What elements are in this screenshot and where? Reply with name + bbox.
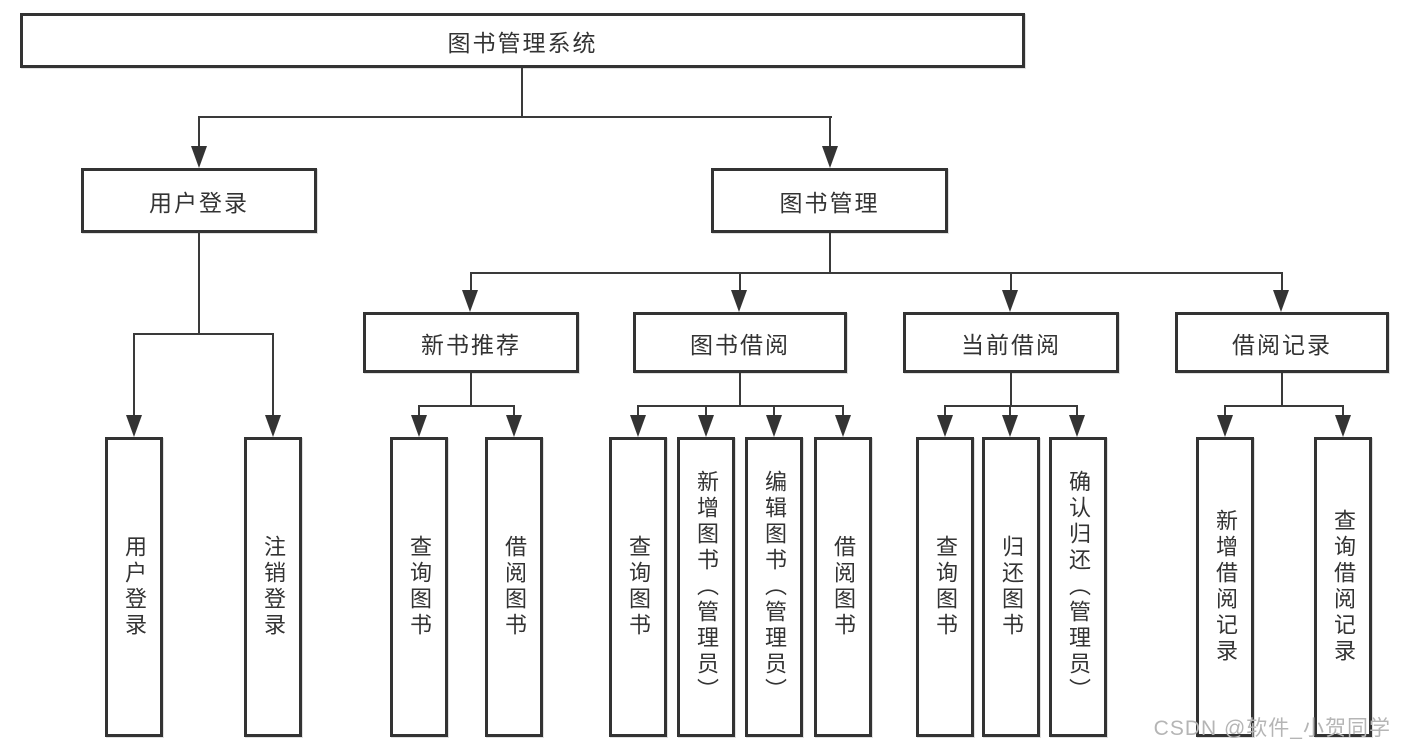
connector-line	[829, 116, 831, 148]
leaf-query-books-current-label: 查询图书	[933, 535, 958, 639]
node-user-login-label: 用户登录	[149, 189, 249, 216]
leaf-borrow-books: 借阅图书	[814, 437, 872, 737]
connector-line	[1281, 272, 1283, 290]
connector-line	[272, 333, 274, 415]
leaf-add-books-admin: 新增图书（管理员）	[677, 437, 735, 737]
leaf-borrow-books-recommend-label: 借阅图书	[502, 535, 527, 639]
node-current-borrowing: 当前借阅	[903, 312, 1119, 373]
arrow-down-icon	[411, 415, 427, 437]
connector-line	[521, 68, 523, 118]
leaf-logout: 注销登录	[244, 437, 302, 737]
connector-line	[944, 405, 946, 415]
arrow-down-icon	[698, 415, 714, 437]
leaf-user-login-label: 用户登录	[122, 535, 147, 639]
connector-line	[198, 232, 200, 335]
arrow-down-icon	[937, 415, 953, 437]
node-book-borrowing-label: 图书借阅	[690, 331, 790, 358]
leaf-return-books: 归还图书	[982, 437, 1040, 737]
leaf-borrow-books-recommend: 借阅图书	[485, 437, 543, 737]
connector-line	[1281, 373, 1283, 407]
node-new-book-recommend: 新书推荐	[363, 312, 579, 373]
leaf-return-books-label: 归还图书	[999, 535, 1024, 639]
node-borrowing-records-label: 借阅记录	[1232, 331, 1332, 358]
leaf-add-books-admin-label: 新增图书（管理员）	[694, 470, 719, 704]
connector-line	[470, 373, 472, 407]
watermark: CSDN @软件_小贺同学	[1153, 717, 1391, 740]
node-borrowing-records: 借阅记录	[1175, 312, 1389, 373]
connector-line	[513, 405, 515, 415]
leaf-query-books-borrowing: 查询图书	[609, 437, 667, 737]
leaf-query-borrow-record: 查询借阅记录	[1314, 437, 1372, 737]
arrow-down-icon	[191, 146, 207, 168]
connector-line	[418, 405, 515, 407]
leaf-query-books-recommend: 查询图书	[390, 437, 448, 737]
node-library-system-label: 图书管理系统	[447, 29, 598, 56]
node-current-borrowing-label: 当前借阅	[961, 331, 1061, 358]
connector-line	[739, 272, 741, 290]
arrow-down-icon	[1217, 415, 1233, 437]
connector-line	[944, 405, 1078, 407]
leaf-add-borrow-record: 新增借阅记录	[1196, 437, 1254, 737]
connector-line	[1009, 405, 1011, 415]
leaf-edit-books-admin-label: 编辑图书（管理员）	[762, 470, 787, 704]
arrow-down-icon	[822, 146, 838, 168]
connector-line	[470, 272, 472, 290]
leaf-confirm-return-admin-label: 确认归还（管理员）	[1066, 470, 1091, 704]
leaf-query-books-current: 查询图书	[916, 437, 974, 737]
connector-line	[418, 405, 420, 415]
connector-line	[739, 373, 741, 407]
connector-line	[198, 116, 200, 148]
node-book-borrowing: 图书借阅	[633, 312, 847, 373]
arrow-down-icon	[766, 415, 782, 437]
leaf-query-books-borrowing-label: 查询图书	[626, 535, 651, 639]
arrow-down-icon	[126, 415, 142, 437]
arrow-down-icon	[1069, 415, 1085, 437]
connector-line	[198, 116, 832, 118]
arrow-down-icon	[1335, 415, 1351, 437]
connector-line	[470, 272, 1283, 274]
arrow-down-icon	[1002, 415, 1018, 437]
connector-line	[705, 405, 707, 415]
arrow-down-icon	[731, 290, 747, 312]
node-book-management: 图书管理	[711, 168, 948, 233]
arrow-down-icon	[630, 415, 646, 437]
connector-line	[1342, 405, 1344, 415]
arrow-down-icon	[265, 415, 281, 437]
connector-line	[1224, 405, 1226, 415]
connector-line	[1010, 373, 1012, 407]
connector-line	[637, 405, 639, 415]
connector-line	[133, 333, 274, 335]
node-new-book-recommend-label: 新书推荐	[421, 331, 521, 358]
leaf-logout-label: 注销登录	[261, 535, 286, 639]
connector-line	[829, 233, 831, 274]
leaf-add-borrow-record-label: 新增借阅记录	[1213, 509, 1238, 665]
leaf-confirm-return-admin: 确认归还（管理员）	[1049, 437, 1107, 737]
leaf-user-login: 用户登录	[105, 437, 163, 737]
node-library-system: 图书管理系统	[20, 13, 1025, 68]
leaf-query-borrow-record-label: 查询借阅记录	[1331, 509, 1356, 665]
arrow-down-icon	[1273, 290, 1289, 312]
arrow-down-icon	[835, 415, 851, 437]
connector-line	[133, 333, 135, 415]
connector-line	[1224, 405, 1344, 407]
connector-line	[1076, 405, 1078, 415]
leaf-query-books-recommend-label: 查询图书	[407, 535, 432, 639]
arrow-down-icon	[506, 415, 522, 437]
connector-line	[773, 405, 775, 415]
leaf-edit-books-admin: 编辑图书（管理员）	[745, 437, 803, 737]
node-user-login: 用户登录	[81, 168, 317, 233]
connector-line	[637, 405, 844, 407]
leaf-borrow-books-label: 借阅图书	[831, 535, 856, 639]
arrow-down-icon	[462, 290, 478, 312]
connector-line	[1010, 272, 1012, 290]
arrow-down-icon	[1002, 290, 1018, 312]
node-book-management-label: 图书管理	[779, 189, 880, 216]
connector-line	[842, 405, 844, 415]
